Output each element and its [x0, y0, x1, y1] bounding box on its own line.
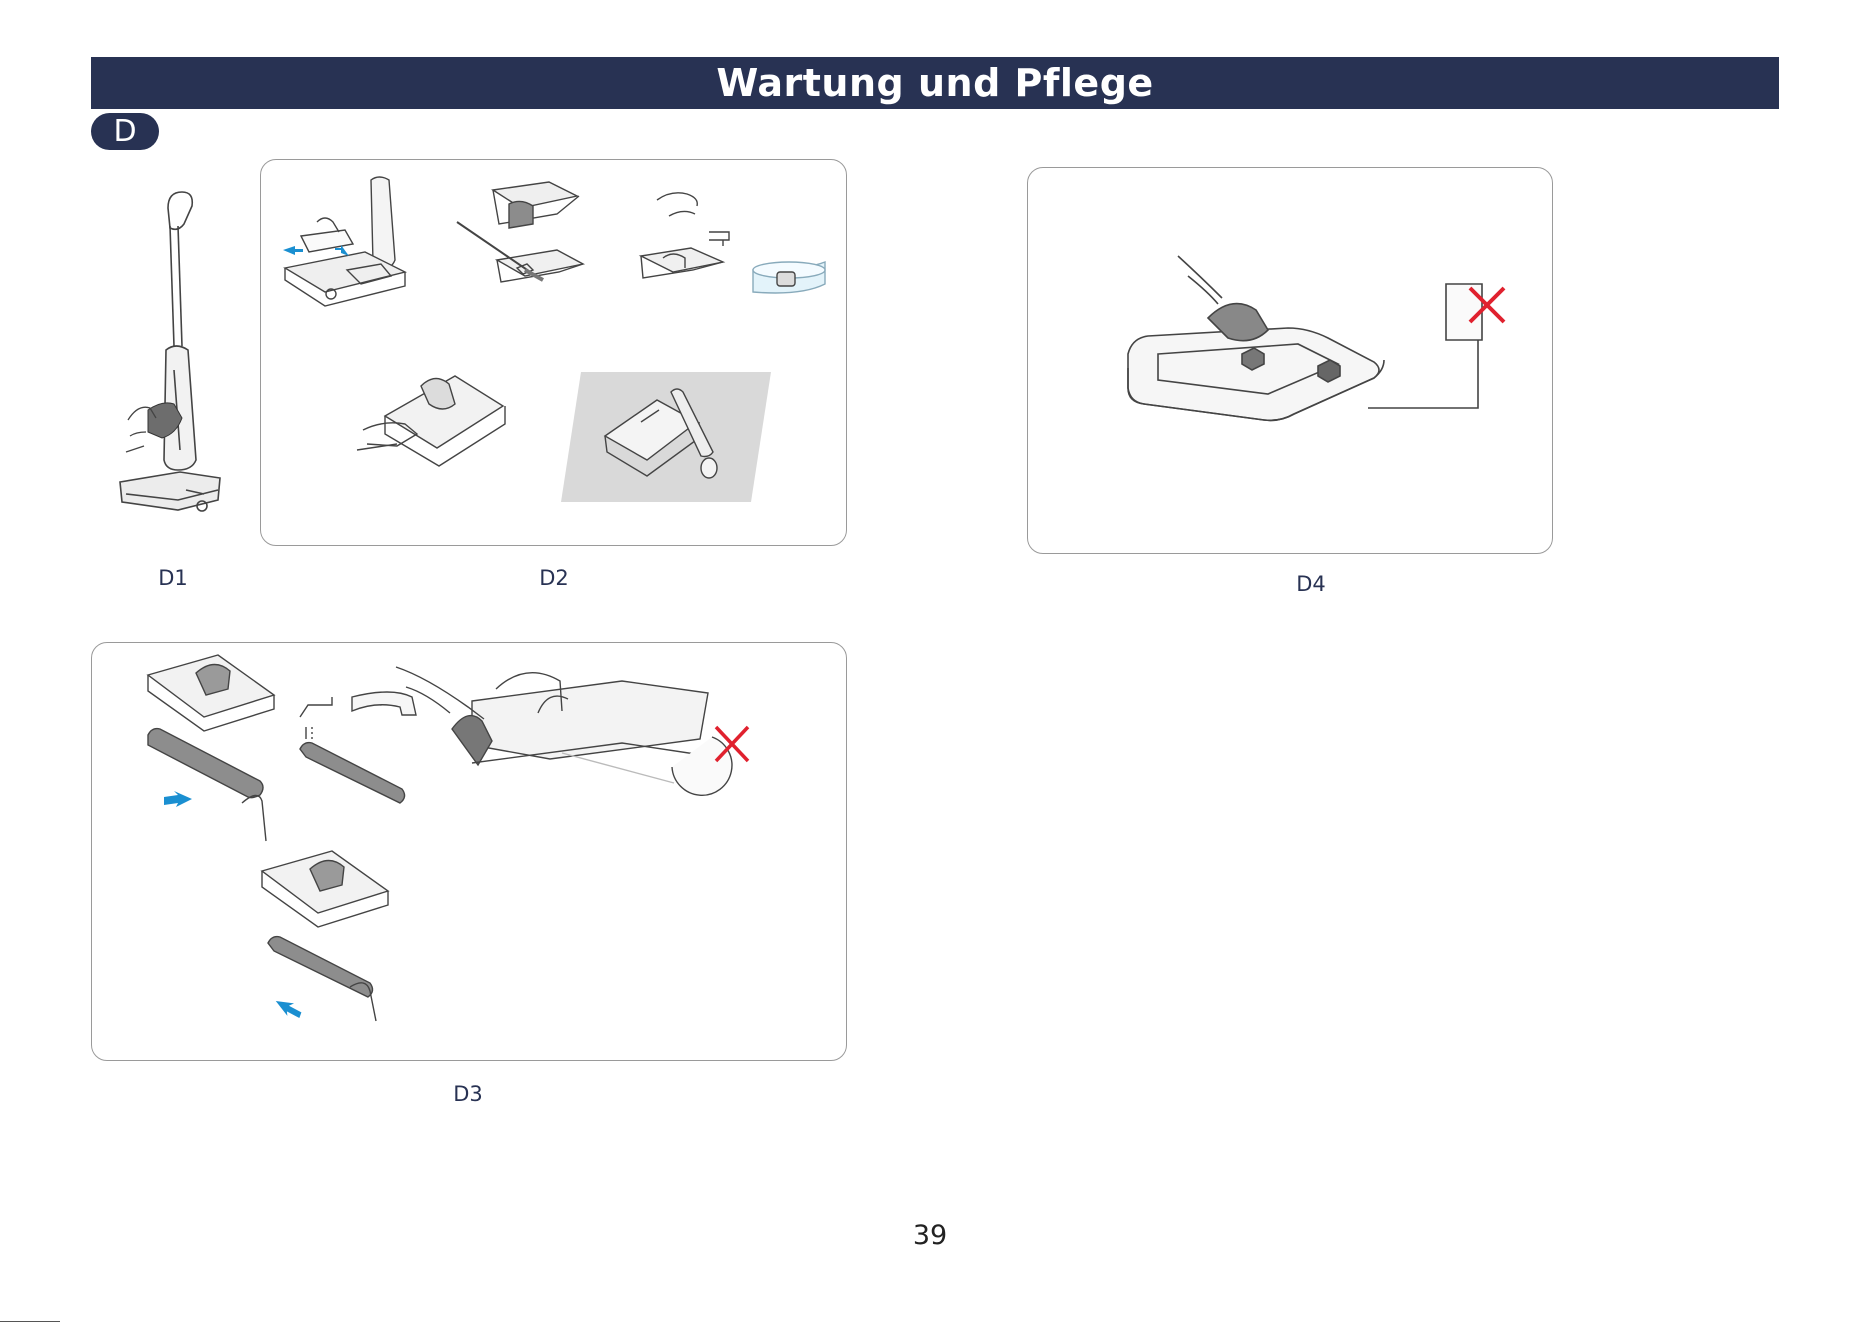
rinse-roller-drawing	[300, 692, 416, 803]
base-station-drawing	[1128, 256, 1482, 420]
blue-arrow-icon	[272, 997, 303, 1020]
tray-removal-drawing	[285, 177, 405, 306]
wipe-tray-drawing	[357, 376, 505, 466]
d3-illustration	[92, 643, 847, 1061]
figure-caption-d4: D4	[1261, 572, 1361, 596]
d1-illustration	[108, 190, 243, 540]
footer-rule	[0, 1321, 60, 1322]
rinse-filter-drawing	[641, 193, 825, 293]
brush-cleaning-drawing	[457, 182, 583, 282]
blue-arrow-icon	[164, 791, 192, 807]
parts-layout-drawing	[561, 372, 771, 502]
figure-panel-d3	[91, 642, 847, 1061]
section-badge: D	[91, 113, 159, 150]
d4-illustration	[1028, 168, 1553, 554]
figure-caption-d1: D1	[123, 566, 223, 590]
page-title: Wartung und Pflege	[716, 61, 1153, 105]
roller-insert-drawing	[262, 851, 388, 1021]
wipe-base-drawing	[396, 667, 732, 795]
figure-panel-d4	[1027, 167, 1553, 554]
figure-caption-d2: D2	[504, 566, 604, 590]
header-bar: Wartung und Pflege	[91, 57, 1779, 109]
d2-illustration	[261, 160, 847, 546]
roller-removal-drawing	[148, 655, 274, 841]
figure-panel-d2	[260, 159, 847, 546]
figure-caption-d3: D3	[418, 1082, 518, 1106]
upright-vacuum-illustration	[108, 190, 243, 540]
page-number: 39	[880, 1220, 980, 1251]
